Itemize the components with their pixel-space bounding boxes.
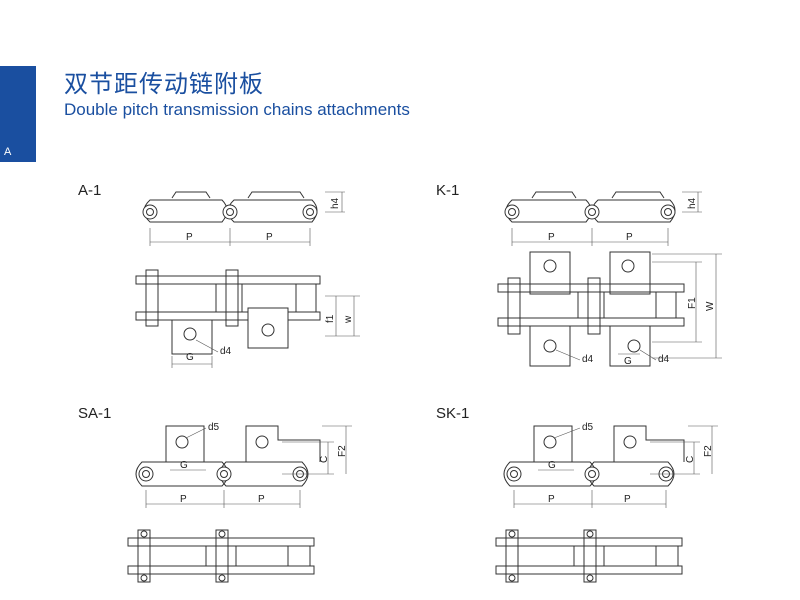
diagram-sa1: SA-1 d5 G C F2 P P [78,405,352,583]
a1-top-view: G d4 f1 w [135,269,360,368]
a1-side-view: P P h4 [142,191,345,246]
a1-dim-p1: P [186,232,193,243]
a1-dim-f1: f1 [325,314,336,323]
sk1-dim-f2: F2 [703,445,714,457]
k1-dim-h4: h4 [687,197,698,209]
k1-dim-d4-right: d4 [658,354,670,365]
k1-dim-p1: P [548,232,555,243]
page-title-en: Double pitch transmission chains attachm… [64,100,410,119]
sa1-side-view: d5 G C F2 P P [135,422,352,508]
a1-dim-w: w [343,315,354,324]
a1-dim-g: G [186,352,194,363]
sk1-side-view: d5 G C F2 P P [503,422,718,508]
sk1-dim-p2: P [624,494,631,505]
k1-dim-w: W [705,301,716,311]
diagram-k1: K-1 P P h4 [436,182,722,367]
k1-dim-g: G [624,356,632,367]
diagram-a1: A-1 P P h4 [78,182,360,368]
a1-dim-p2: P [266,232,273,243]
sa1-dim-f2: F2 [337,445,348,457]
sk1-top-view [495,529,683,583]
sk1-dim-g: G [548,460,556,471]
sk1-dim-c: C [685,456,696,463]
k1-side-view: P P h4 [504,191,702,246]
label-sa1: SA-1 [78,405,111,422]
diagram-sk1: SK-1 d5 G C F2 P P [436,405,718,583]
label-a1: A-1 [78,182,101,199]
sk1-dim-d5: d5 [582,422,594,433]
a1-dim-d4: d4 [220,346,232,357]
sk1-dim-p1: P [548,494,555,505]
sa1-dim-p2: P [258,494,265,505]
label-sk1: SK-1 [436,405,469,422]
sa1-dim-g: G [180,460,188,471]
k1-top-view: d4 d4 G F1 W [497,251,722,367]
label-k1: K-1 [436,182,459,199]
sa1-dim-d5: d5 [208,422,220,433]
sa1-dim-c: C [319,456,330,463]
page-title-cn: 双节距传动链附板 [64,71,264,98]
k1-dim-f1: F1 [687,297,698,309]
a1-dim-h4: h4 [330,197,341,209]
k1-dim-p2: P [626,232,633,243]
sa1-dim-p1: P [180,494,187,505]
sa1-top-view [127,529,315,583]
section-letter: A [4,146,12,158]
section-tab: A [0,66,36,162]
k1-dim-d4-left: d4 [582,354,594,365]
